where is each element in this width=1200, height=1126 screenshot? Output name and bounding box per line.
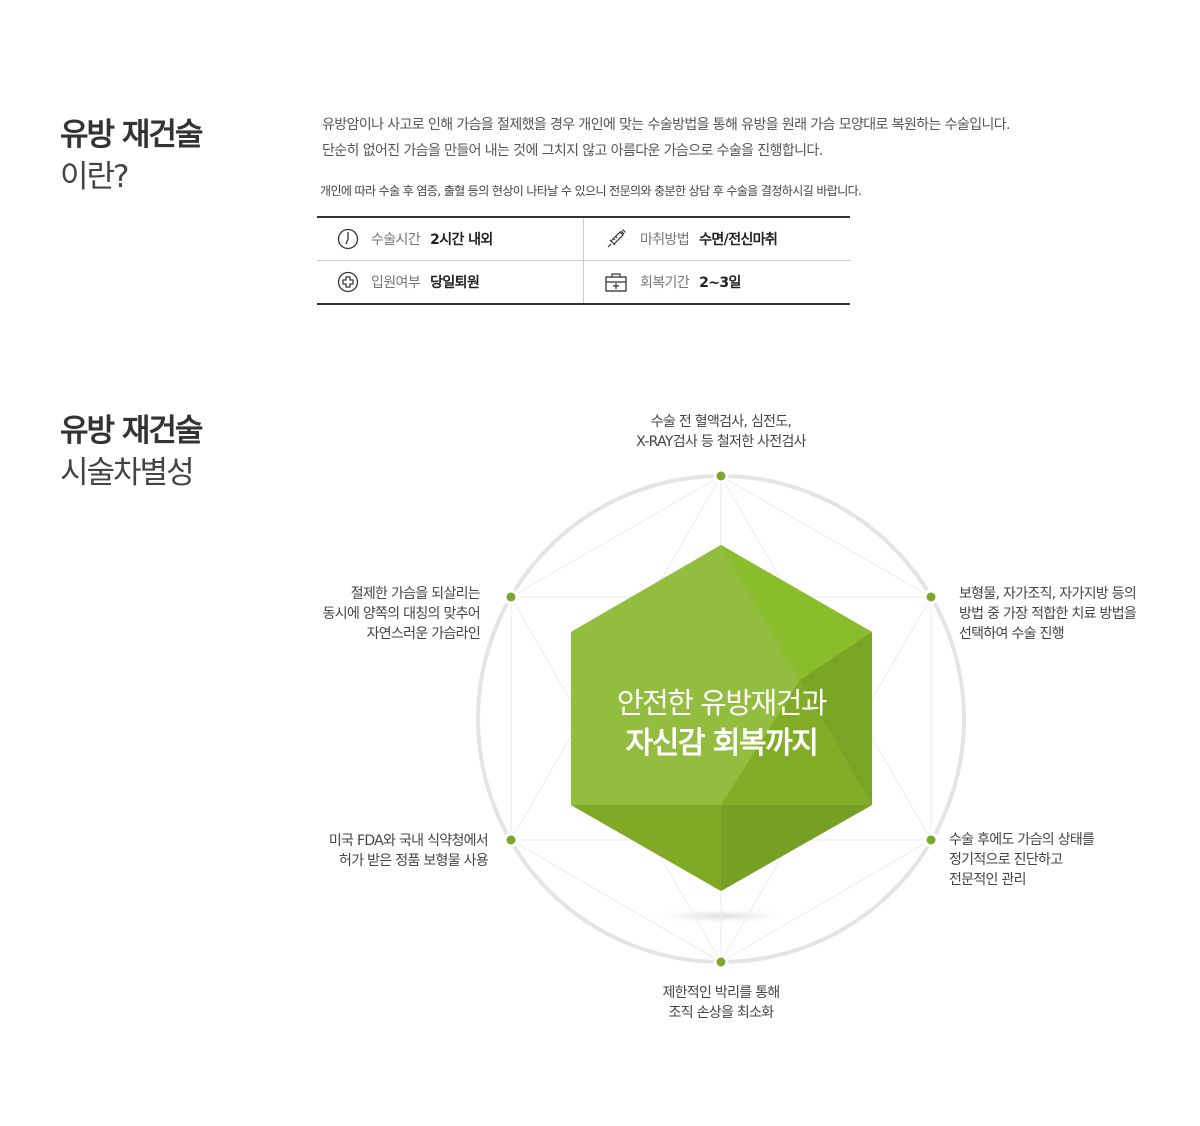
dot-marker xyxy=(503,589,519,605)
hospital-cross-icon xyxy=(337,271,359,293)
center-line2: 자신감 회복까지 xyxy=(625,726,819,761)
desc-line: 유방암이나 사고로 인해 가슴을 절제했을 경우 개인에 맞는 수술방법을 통해… xyxy=(322,117,1010,133)
dot-marker xyxy=(713,468,729,484)
point-label-top: 수술 전 혈액검사, 심전도,X-RAY검사 등 철저한 사전검사 xyxy=(636,414,806,450)
dot-marker xyxy=(503,832,519,848)
dot-marker xyxy=(923,589,939,605)
medical-kit-icon xyxy=(605,273,627,292)
clock-icon xyxy=(337,228,359,250)
section1-title: 유방 재건술 xyxy=(60,117,203,153)
section1-description: 유방암이나 사고로 인해 가슴을 절제했을 경우 개인에 맞는 수술방법을 통해… xyxy=(322,112,1010,164)
syringe-icon xyxy=(607,229,626,248)
center-hexagon xyxy=(571,545,872,891)
section2-subtitle: 시술차별성 xyxy=(60,455,195,491)
dot-marker xyxy=(713,954,729,970)
center-line1: 안전한 유방재건과 xyxy=(616,686,828,720)
dot-marker xyxy=(923,832,939,848)
caution-note: 개인에 따라 수술 후 염증, 출혈 등의 현상이 나타날 수 있으니 전문의와… xyxy=(320,184,862,198)
section2-title: 유방 재건술 xyxy=(60,413,203,449)
section1-subtitle: 이란? xyxy=(60,159,129,195)
point-dots xyxy=(503,468,939,970)
desc-line: 단순히 없어진 가슴을 만들어 내는 것에 그치지 않고 아름다운 가슴으로 수… xyxy=(322,143,823,159)
